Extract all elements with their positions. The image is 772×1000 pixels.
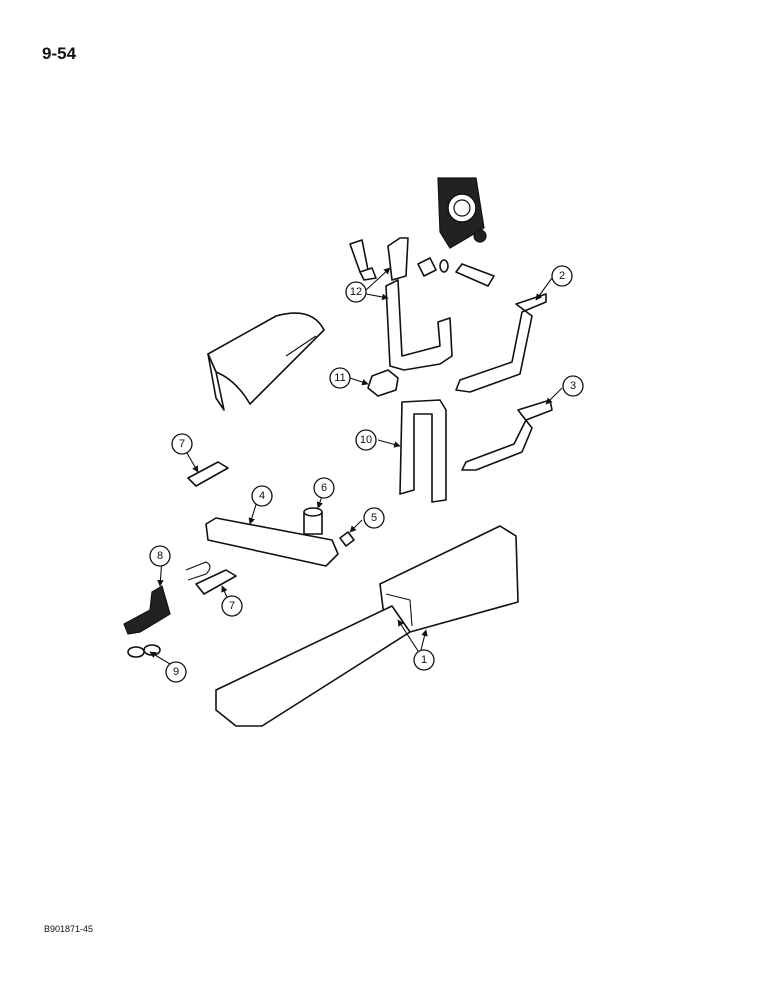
callout-6-label: 6 [321,482,327,494]
shield-cover [207,312,325,411]
page-number: 9-54 [42,44,77,63]
bearing-housing [437,177,487,249]
leader-2 [535,277,553,301]
callout-5: 5 [363,507,385,529]
part-7-link-plate-upper [187,461,229,487]
callout-8-label: 8 [157,550,163,562]
part-2-offset-bar [455,293,547,393]
figure-code: B901871-45 [44,924,94,934]
part-11-clip [367,369,399,397]
part-1-main-tube [215,525,519,727]
callout-1: 1 [413,649,435,671]
callout-4-label: 4 [259,490,265,502]
leader-1 [397,619,421,655]
leader-9 [149,651,171,665]
part-5-fitting [339,531,355,547]
part-3-offset-bar [461,399,553,471]
callout-5-label: 5 [371,512,377,524]
callout-12-label: 12 [350,286,362,298]
callout-9: 9 [165,661,187,683]
callout-11-label: 11 [334,372,345,384]
callout-3-label: 3 [570,380,576,392]
callout-12: 12 [345,281,367,303]
callout-4: 4 [251,485,273,507]
callout-1-label: 1 [421,654,427,666]
part-6-spacer [303,507,323,535]
callout-10-label: 10 [360,434,372,446]
callout-3: 3 [562,375,584,397]
part-4-bar [205,517,339,567]
callout-8: 8 [149,545,171,567]
leader-5 [349,519,363,533]
callout-2: 2 [551,265,573,287]
part-12-plate [387,237,409,281]
callout-7-lower-label: 7 [229,600,235,612]
part-12-u-bracket [385,279,453,371]
part-7-link-plate-lower [195,569,237,595]
leader-12b [365,293,389,301]
small-bracket [349,239,377,281]
leader-10 [377,439,401,448]
callout-9-label: 9 [173,666,179,678]
leader-11 [349,377,369,386]
callout-7-upper: 7 [171,433,193,455]
part-8-hitch-pin [185,561,211,581]
leader-3 [545,387,563,405]
leader-12a [365,267,391,291]
callout-7-lower: 7 [221,595,243,617]
part-10-u-bracket [399,399,447,503]
callout-6: 6 [313,477,335,499]
callout-7-upper-label: 7 [179,438,185,450]
safety-chain [123,585,171,635]
callout-10: 10 [355,429,377,451]
bushing-and-shaft [417,257,495,287]
callout-2-label: 2 [559,270,565,282]
callout-11: 11 [329,367,351,389]
